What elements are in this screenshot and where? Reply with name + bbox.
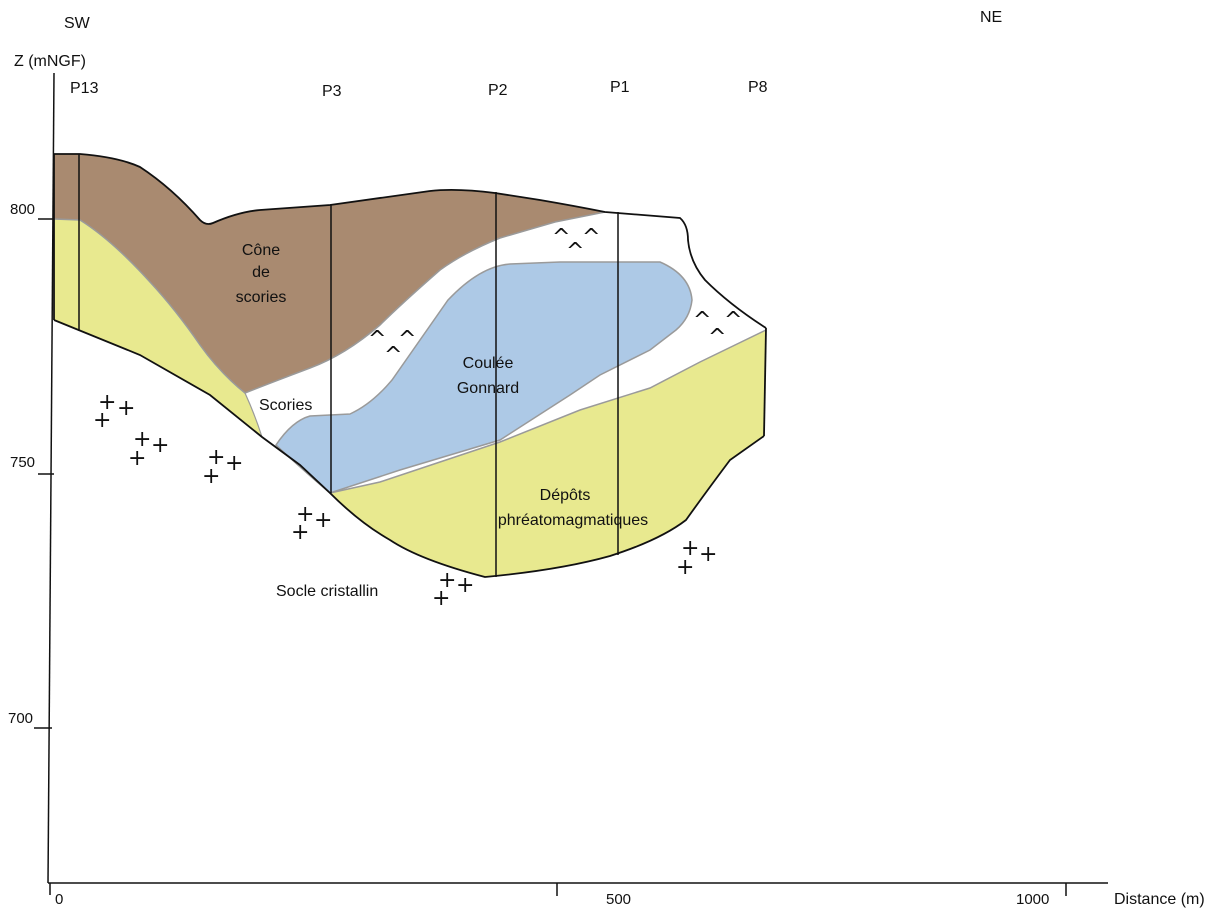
coulee-label-line1: Coulée (463, 355, 514, 372)
scoria-symbol-group-middle: ^ ^ ^ (368, 327, 416, 368)
scoria-symbol: ^ (552, 225, 570, 250)
basement-contact-line (53, 319, 765, 578)
scoria-symbol: ^ (582, 225, 600, 250)
basement-symbol: + (699, 542, 717, 567)
scoria-symbol: ^ (398, 327, 416, 352)
basement-symbol: + (291, 520, 309, 545)
z-axis-line (47, 72, 55, 884)
basement-symbol: + (117, 396, 135, 421)
scoria-symbol: ^ (566, 239, 584, 264)
cone-label-line2: de (252, 264, 270, 281)
ground-surface-line (54, 153, 767, 329)
socle-label: Socle cristallin (276, 583, 378, 600)
coulee-gonnard-unit (275, 261, 693, 494)
coulee-label-line2: Gonnard (457, 380, 519, 397)
z-tick-label-800: 800 (10, 201, 35, 218)
depots-phreatomagmatiques-unit (54, 219, 262, 437)
basement-symbol: + (676, 555, 694, 580)
basement-symbol: + (314, 508, 332, 533)
basement-symbol: + (438, 568, 456, 593)
z-axis-label: Z (mNGF) (14, 53, 86, 70)
z-tick-label-750: 750 (10, 454, 35, 471)
borehole-label-p1: P1 (610, 79, 630, 96)
orientation-sw-label: SW (64, 15, 91, 32)
depots-top-contact (329, 329, 767, 494)
borehole-label-p2: P2 (488, 82, 508, 99)
basement-symbol: + (151, 433, 169, 458)
scoria-symbol-group-upper: ^ ^ ^ (552, 225, 600, 264)
cone-label-line1: Cône (242, 242, 280, 259)
basement-symbol: + (296, 502, 314, 527)
scories-label: Scories (259, 397, 312, 414)
basement-symbol-group: + + + + + + + + + + + + + + + + + + (93, 390, 717, 611)
x-tick-label-1000: 1000 (1016, 891, 1049, 908)
scoria-symbol-group-right: ^ ^ ^ (693, 308, 742, 350)
x-tick-label-0: 0 (55, 891, 63, 908)
section-right-edge (763, 327, 767, 437)
cone-base-contact (53, 211, 606, 394)
depots-scories-contact (244, 392, 263, 438)
basement-symbol: + (133, 427, 151, 452)
borehole-label-p3: P3 (322, 83, 342, 100)
scoria-symbol: ^ (708, 325, 726, 350)
depots-label-line1: Dépôts (540, 487, 591, 504)
x-tick-label-500: 500 (606, 891, 631, 908)
scoria-symbol: ^ (368, 327, 386, 352)
depots-label-line2: phréatomagmatiques (498, 512, 648, 529)
orientation-ne-label: NE (980, 9, 1002, 26)
basement-symbol: + (207, 445, 225, 470)
borehole-label-p8: P8 (748, 79, 768, 96)
basement-symbol: + (93, 408, 111, 433)
basement-symbol: + (432, 586, 450, 611)
basement-symbol: + (225, 451, 243, 476)
cone-label-line3: scories (236, 289, 287, 306)
basement-symbol: + (202, 464, 220, 489)
basement-symbol: + (98, 390, 116, 415)
depots-phreatomagmatiques-lower-unit (330, 330, 766, 577)
basement-symbol: + (681, 536, 699, 561)
borehole-label-p13: P13 (70, 80, 99, 97)
scoria-symbol: ^ (724, 308, 742, 333)
scoria-symbol: ^ (693, 308, 711, 333)
x-axis-label: Distance (m) (1114, 891, 1205, 908)
basement-symbol: + (128, 446, 146, 471)
basement-symbol: + (456, 573, 474, 598)
scoria-symbol: ^ (384, 343, 402, 368)
z-tick-label-700: 700 (8, 710, 33, 727)
